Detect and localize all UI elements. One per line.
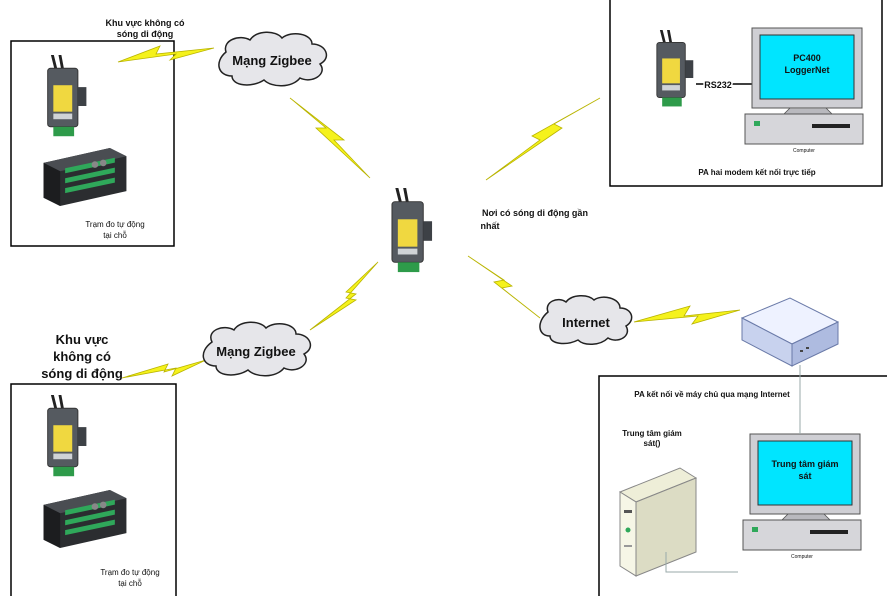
station-box-bottom-left [10, 383, 177, 596]
modem-icon [46, 395, 89, 478]
zone-label-bottom-left-2: không có [53, 349, 111, 364]
direct-modem-box [609, 0, 883, 187]
cloud-zigbee-top: Mạng Zigbee [218, 31, 328, 87]
cloud-label-zigbee-top: Mạng Zigbee [232, 53, 311, 68]
computer-caption: Computer [791, 554, 813, 560]
internet-server-caption: PA kết nối về máy chủ qua mạng Internet [634, 390, 790, 399]
cloud-label-zigbee-bottom: Mạng Zigbee [216, 344, 295, 359]
router-icon [740, 297, 840, 367]
direct-modem-caption: PA hai modem kết nối trực tiếp [698, 168, 815, 177]
cloud-internet: Internet [539, 295, 633, 345]
server-label: Trung tâm giám [622, 429, 682, 438]
screen-label-top-right: PC400 [793, 53, 821, 63]
station-label-top-left-2: tại chỗ [103, 231, 127, 240]
zone-label-bottom-left: Khu vực [56, 332, 109, 347]
monitor-icon [742, 433, 862, 551]
server-icon [618, 467, 698, 577]
screen-label-bottom-right: Trung tâm giám [771, 459, 838, 469]
server-connection-line [665, 552, 738, 573]
cloud-label-internet: Internet [562, 315, 610, 330]
modem-icon [46, 55, 89, 138]
zone-label-bottom-left-3: sóng di động [41, 366, 123, 381]
lightning-icon [117, 45, 741, 379]
rs232-label: RS232 [704, 80, 732, 90]
data-logger-icon [43, 148, 127, 206]
computer-caption: Computer [793, 148, 815, 154]
zone-label-top-left: Khu vực không có [105, 18, 185, 28]
zone-label-top-left-2: sóng di động [117, 29, 174, 39]
center-label: Nơi có sóng di động gần [482, 208, 588, 218]
monitor-icon [744, 27, 864, 145]
internet-server-box [598, 375, 887, 596]
data-logger-icon [43, 490, 127, 548]
cloud-zigbee-bottom: Mạng Zigbee [202, 321, 312, 377]
station-label-bottom-left-2: tại chỗ [118, 579, 142, 588]
modem-icon [655, 30, 695, 109]
station-box-top-left [10, 40, 175, 247]
screen-label-bottom-right-2: sát [798, 471, 811, 481]
screen-label-top-right-2: LoggerNet [785, 65, 830, 75]
center-modem-icon [390, 188, 434, 274]
server-label-2: sát() [644, 439, 661, 448]
station-label-bottom-left: Trạm đo tự động [100, 568, 159, 577]
center-label-2: nhất [481, 221, 500, 231]
station-label-top-left: Trạm đo tự động [85, 220, 144, 229]
